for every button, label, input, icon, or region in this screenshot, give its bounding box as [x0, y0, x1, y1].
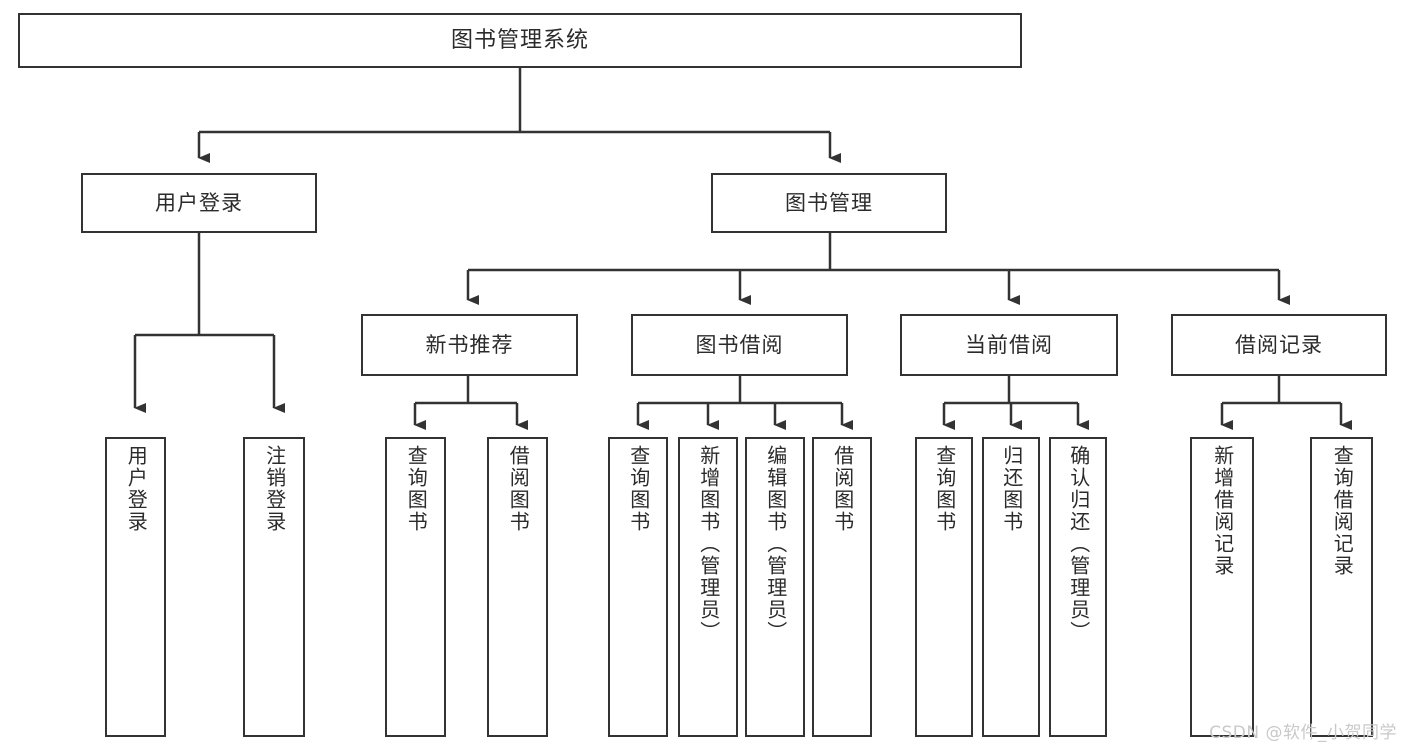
node-label: 新增图书（管理员） [696, 445, 721, 643]
leaf-record-query-record[interactable]: 查询借阅记录 [1310, 437, 1373, 737]
node-borrow-record[interactable]: 借阅记录 [1171, 314, 1387, 376]
node-label: 用户登录 [124, 445, 149, 533]
node-label: 用户登录 [155, 190, 243, 215]
leaf-borrow-add-book-admin[interactable]: 新增图书（管理员） [678, 437, 738, 737]
node-label: 确认归还（管理员） [1066, 445, 1091, 643]
node-label: 查询借阅记录 [1330, 445, 1355, 577]
leaf-recommend-borrow-book[interactable]: 借阅图书 [487, 437, 548, 737]
node-label: 编辑图书（管理员） [763, 445, 788, 643]
node-label: 借阅图书 [506, 445, 531, 533]
node-label: 当前借阅 [965, 332, 1053, 357]
node-label: 归还图书 [999, 445, 1024, 533]
node-label: 新书推荐 [425, 332, 514, 357]
node-current-borrow[interactable]: 当前借阅 [900, 314, 1118, 376]
leaf-borrow-borrow-book[interactable]: 借阅图书 [812, 437, 872, 737]
node-label: 借阅记录 [1235, 332, 1323, 357]
node-label: 查询图书 [932, 445, 957, 533]
node-label: 注销登录 [262, 445, 287, 533]
node-label: 图书借阅 [695, 332, 784, 357]
node-new-book-recommend[interactable]: 新书推荐 [361, 314, 578, 376]
node-user-login[interactable]: 用户登录 [81, 173, 317, 233]
node-book-borrow[interactable]: 图书借阅 [631, 314, 848, 376]
node-label: 图书管理系统 [450, 27, 589, 53]
leaf-record-add-record[interactable]: 新增借阅记录 [1190, 437, 1254, 737]
node-label: 查询图书 [404, 445, 429, 533]
node-label: 查询图书 [626, 445, 651, 533]
leaf-recommend-query-book[interactable]: 查询图书 [385, 437, 446, 737]
leaf-borrow-edit-book-admin[interactable]: 编辑图书（管理员） [745, 437, 805, 737]
leaf-current-return-book[interactable]: 归还图书 [982, 437, 1040, 737]
node-root-library-system[interactable]: 图书管理系统 [18, 13, 1022, 68]
node-label: 新增借阅记录 [1210, 445, 1235, 577]
node-label: 借阅图书 [830, 445, 855, 533]
leaf-borrow-query-book[interactable]: 查询图书 [608, 437, 668, 737]
node-label: 图书管理 [785, 190, 873, 215]
leaf-user-login-login[interactable]: 用户登录 [105, 437, 166, 737]
leaf-current-query-book[interactable]: 查询图书 [915, 437, 973, 737]
node-book-management[interactable]: 图书管理 [711, 173, 947, 233]
leaf-user-login-logout[interactable]: 注销登录 [243, 437, 305, 737]
leaf-current-confirm-return-admin[interactable]: 确认归还（管理员） [1049, 437, 1107, 737]
